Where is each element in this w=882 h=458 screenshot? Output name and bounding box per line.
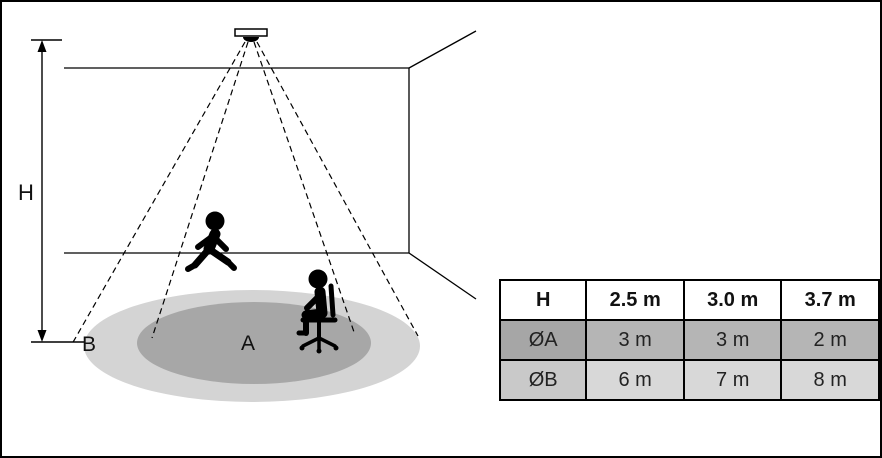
cone-line-outer-left xyxy=(71,41,246,345)
row-a-value-2: 3 m xyxy=(682,319,783,361)
row-b-value-3: 8 m xyxy=(780,359,880,401)
motion-sensor-icon xyxy=(234,28,268,42)
cone-line-inner-left xyxy=(151,41,249,339)
row-a-value-3: 2 m xyxy=(780,319,880,361)
room-outline xyxy=(64,30,477,300)
detection-cone-lines xyxy=(71,41,419,345)
table-row-diameter-b: ØB 6 m 7 m 8 m xyxy=(498,359,880,401)
zone-a-label: A xyxy=(241,332,255,355)
cone-line-outer-right xyxy=(256,41,419,337)
cone-line-inner-right xyxy=(253,41,355,333)
row-b-label: ØB xyxy=(498,359,588,401)
table-header-3-0m: 3.0 m xyxy=(682,279,783,321)
height-label: H xyxy=(18,180,34,205)
arrow-up-icon xyxy=(37,40,47,52)
row-a-value-1: 3 m xyxy=(585,319,685,361)
ceiling-perspective-line xyxy=(408,30,477,69)
table-header-h: H xyxy=(498,279,588,321)
table-header-3-7m: 3.7 m xyxy=(780,279,880,321)
seated-person-icon xyxy=(296,269,339,354)
row-b-value-2: 7 m xyxy=(682,359,783,401)
table-row-diameter-a: ØA 3 m 3 m 2 m xyxy=(498,319,880,361)
arrow-down-icon xyxy=(37,330,47,342)
table-header-2-5m: 2.5 m xyxy=(585,279,685,321)
row-b-value-1: 6 m xyxy=(585,359,685,401)
zone-b-label: B xyxy=(82,333,96,356)
floor-perspective-line xyxy=(408,252,477,300)
table-header-row: H 2.5 m 3.0 m 3.7 m xyxy=(498,279,880,321)
height-dimension xyxy=(31,39,98,343)
walking-person-icon xyxy=(185,211,237,272)
detection-range-table: H 2.5 m 3.0 m 3.7 m ØA 3 m 3 m 2 m ØB 6 … xyxy=(498,279,880,401)
row-a-label: ØA xyxy=(498,319,588,361)
